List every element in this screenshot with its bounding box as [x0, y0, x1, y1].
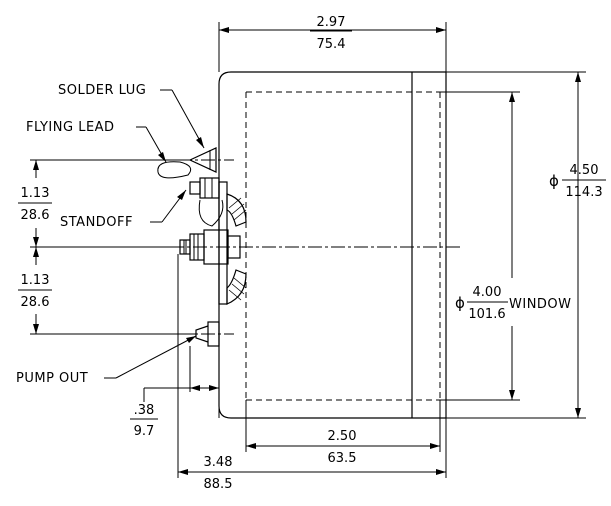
- dim-window-depth: 2.50 63.5: [245, 400, 441, 466]
- callout-standoff: STANDOFF: [60, 189, 187, 230]
- dim-upper-offset-in: 1.13: [21, 186, 50, 201]
- standoff-label: STANDOFF: [60, 215, 133, 230]
- dim-outer-diameter-in: 4.50: [570, 163, 599, 178]
- flying-lead-label: FLYING LEAD: [26, 120, 115, 135]
- dim-lower-offset: 1.13 28.6: [18, 247, 196, 335]
- window-outline: [245, 91, 441, 401]
- dim-flange-thickness-in: .38: [134, 403, 155, 418]
- body-outline: [218, 71, 447, 419]
- dim-window-depth-mm: 63.5: [328, 451, 357, 466]
- dim-window-diameter-in: 4.00: [473, 285, 502, 300]
- window-label: WINDOW: [509, 297, 572, 312]
- dim-overall-length-mm: 75.4: [317, 37, 346, 52]
- dim-window-depth-in: 2.50: [328, 429, 357, 444]
- dim-upper-offset-mm: 28.6: [21, 208, 50, 223]
- dim-outer-diameter: ϕ 4.50 114.3: [446, 71, 606, 419]
- dim-window-diameter-symbol: ϕ: [455, 294, 465, 312]
- dim-window-diameter: ϕ 4.00 101.6 WINDOW: [440, 91, 572, 401]
- dim-flange-thickness-mm: 9.7: [134, 424, 155, 439]
- solder-lug-label: SOLDER LUG: [58, 83, 146, 98]
- center-lines: [170, 159, 462, 335]
- dim-upper-offset: 1.13 28.6: [18, 159, 178, 248]
- dim-total-length-in: 3.48: [204, 455, 233, 470]
- callout-solder-lug: SOLDER LUG: [58, 83, 205, 149]
- dim-window-diameter-mm: 101.6: [468, 307, 505, 322]
- dim-total-length: 3.48 88.5: [177, 254, 447, 492]
- dim-lower-offset-in: 1.13: [21, 273, 50, 288]
- callout-flying-lead: FLYING LEAD: [26, 120, 167, 163]
- dim-outer-diameter-symbol: ϕ: [549, 172, 559, 190]
- callout-pump-out: PUMP OUT: [16, 335, 197, 386]
- dim-overall-length-in: 2.97: [317, 15, 346, 30]
- dim-flange-thickness: .38 9.7: [130, 346, 220, 439]
- pump-out-label: PUMP OUT: [16, 371, 88, 386]
- dim-overall-length: 2.97 75.4: [218, 15, 447, 72]
- flange-hardware: [157, 147, 247, 347]
- dim-total-length-mm: 88.5: [204, 477, 233, 492]
- dim-lower-offset-mm: 28.6: [21, 295, 50, 310]
- dim-outer-diameter-mm: 114.3: [565, 185, 602, 200]
